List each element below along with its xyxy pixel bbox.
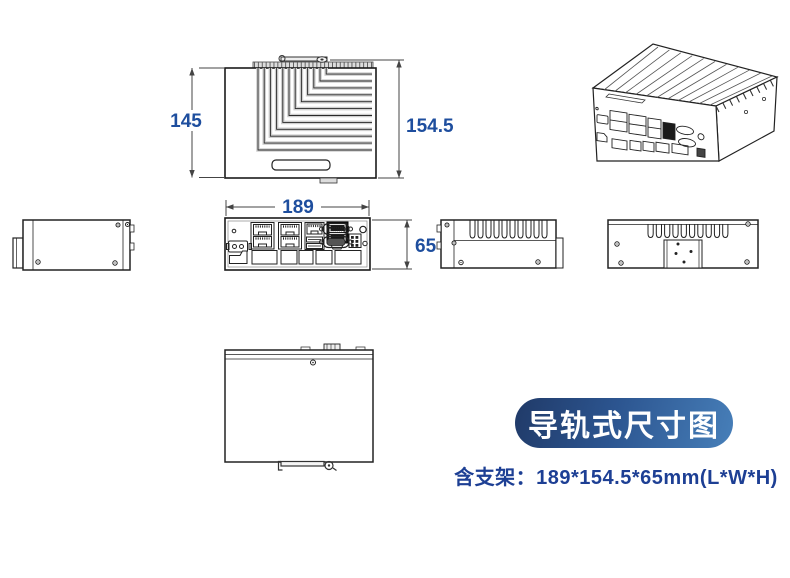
antenna-cutout [229, 250, 248, 264]
dim-154-5-label: 154.5 [406, 116, 454, 137]
lan-ports-2 [278, 222, 302, 250]
dim-65 [372, 219, 412, 270]
reset-button [362, 240, 368, 247]
serial-port-1 [319, 222, 353, 236]
iso-side-screw [762, 97, 767, 102]
bottom-view [224, 343, 374, 471]
finned-side-view [436, 219, 564, 269]
side-fins [469, 220, 548, 239]
din-rail-plate [663, 239, 703, 269]
rear-fins [647, 224, 729, 239]
bottom-tab [319, 177, 338, 184]
iso-side-screw [744, 110, 749, 115]
screws [614, 221, 751, 266]
dim-65-label: 65 [415, 236, 437, 257]
mount-bracket [555, 237, 564, 269]
iso-front-ports [595, 106, 706, 158]
led-indicator [231, 228, 237, 234]
mount-flange [12, 237, 24, 269]
dim-189-label: 189 [282, 197, 314, 218]
dim-145 [168, 67, 224, 178]
dip-switch [348, 233, 362, 248]
vent-slot [271, 159, 331, 171]
front-view [224, 217, 371, 271]
iso-top-slot [605, 93, 646, 104]
heatsink-fins-lines [257, 68, 372, 151]
isometric-view [591, 43, 779, 162]
rail-mount-badge: 导轨式尺寸图 [515, 398, 733, 448]
blank-cutouts [229, 250, 362, 265]
lan-usb-column [304, 222, 325, 250]
lan-ports-1 [250, 222, 275, 250]
iso-front-face [592, 87, 720, 162]
din-clip-top [278, 55, 328, 63]
power-button [359, 225, 367, 234]
dim-145-label: 145 [170, 111, 202, 132]
rear-view [607, 219, 759, 269]
edge-connector [323, 343, 341, 351]
din-clip-bottom [277, 460, 337, 471]
iso-fin-comb [715, 80, 774, 113]
screws [444, 222, 541, 266]
iso-top-fins [603, 46, 773, 106]
dim-189 [225, 197, 370, 216]
dim-154-5 [330, 59, 404, 179]
screws [35, 222, 130, 266]
power-terminal [226, 240, 252, 253]
bracket-size-caption: 含支架：189*154.5*65mm(L*W*H) [454, 467, 778, 489]
top-view [224, 55, 377, 184]
left-side-view [12, 219, 135, 271]
